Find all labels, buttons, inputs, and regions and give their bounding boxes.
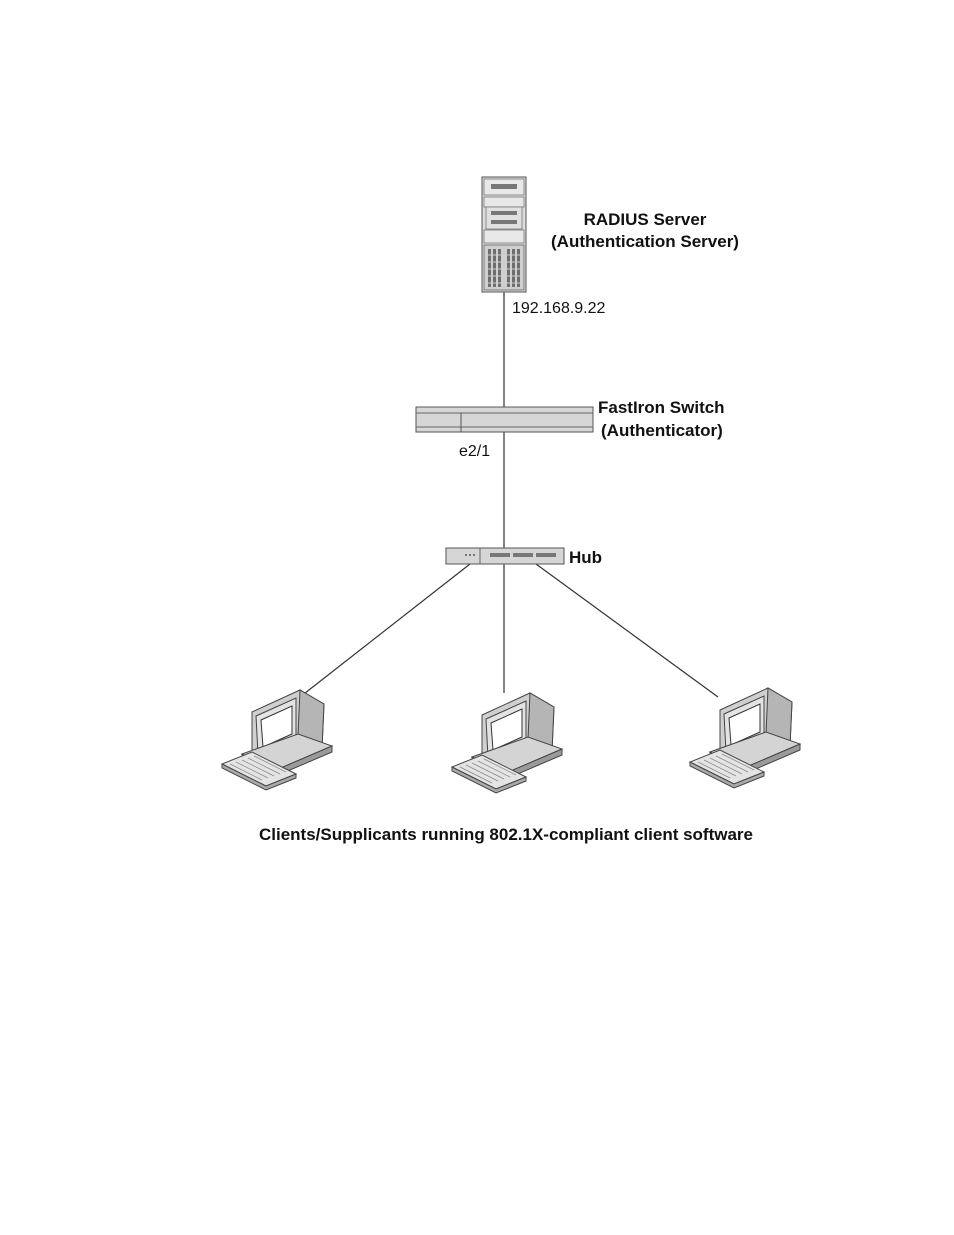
link-hub-client-left xyxy=(300,564,470,697)
client-computer-right-icon xyxy=(690,688,800,788)
server-label-line2: (Authentication Server) xyxy=(551,232,739,251)
connections xyxy=(300,292,718,697)
client-computer-middle-icon xyxy=(452,693,562,793)
hub-icon xyxy=(446,548,564,564)
link-hub-client-right xyxy=(536,564,718,697)
switch-label-line2: (Authenticator) xyxy=(601,421,723,440)
hub-label: Hub xyxy=(569,548,602,567)
client-computer-left-icon xyxy=(222,690,332,790)
fastiron-switch-icon xyxy=(416,407,593,432)
switch-label-line1: FastIron Switch xyxy=(598,398,725,417)
switch-port-label: e2/1 xyxy=(459,443,490,460)
radius-server-icon xyxy=(482,177,526,292)
server-ip-label: 192.168.9.22 xyxy=(512,300,606,317)
server-label-line1: RADIUS Server xyxy=(584,210,707,229)
clients-caption: Clients/Supplicants running 802.1X-compl… xyxy=(259,825,753,844)
